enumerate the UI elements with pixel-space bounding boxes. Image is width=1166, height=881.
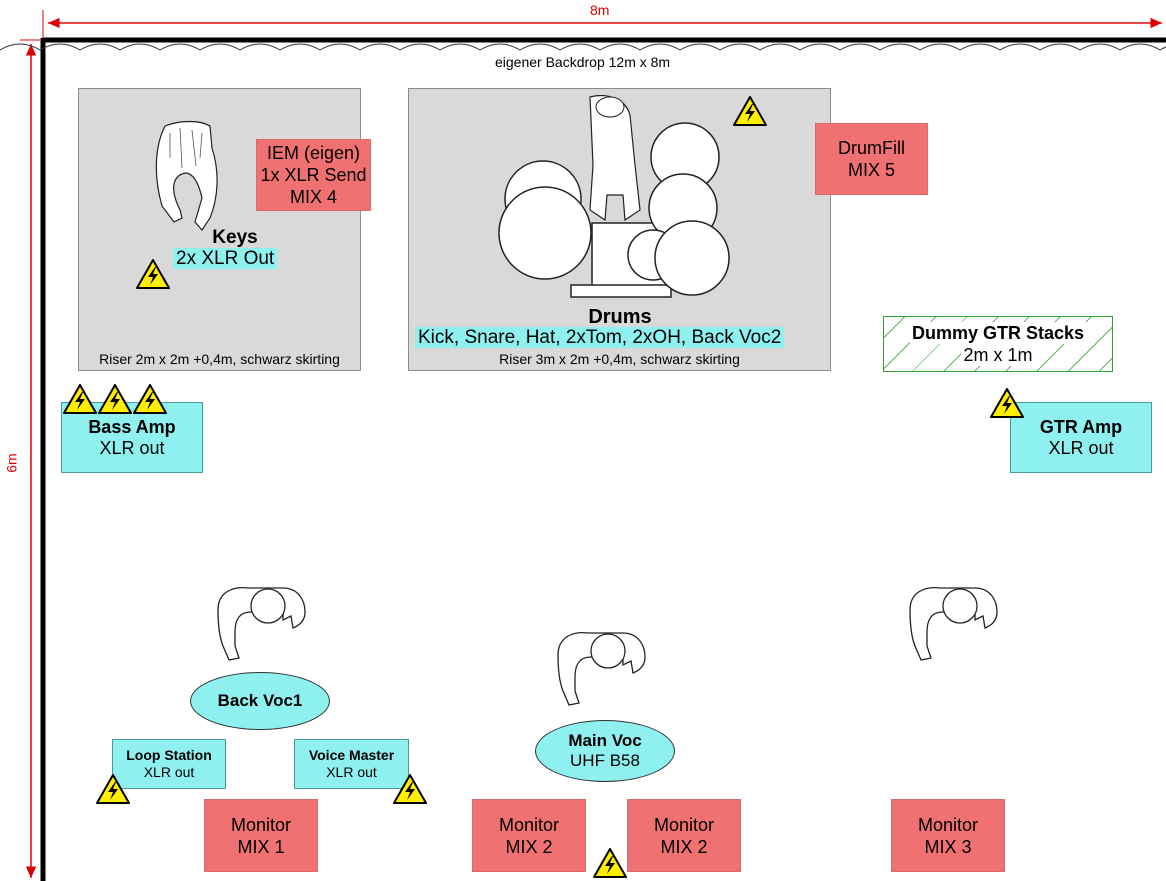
backdrop-label: eigener Backdrop 12m x 8m <box>493 54 673 70</box>
iem-line-3: MIX 4 <box>289 187 337 207</box>
monitor-label: Monitor <box>917 814 979 835</box>
backdrop-curtain <box>0 43 1166 51</box>
monitor-mix-2-left: Monitor MIX 2 <box>472 799 586 872</box>
keys-riser-caption: Riser 2m x 2m +0,4m, schwarz skirting <box>99 351 340 367</box>
voice-master-title: Voice Master <box>308 747 395 763</box>
gtr-amp: GTR Amp XLR out <box>1010 402 1152 473</box>
dummy-stacks-size: 2m x 1m <box>961 344 1035 366</box>
monitor-mix: MIX 1 <box>237 836 285 857</box>
gtr-amp-title: GTR Amp <box>1039 416 1123 437</box>
keys-title: Keys <box>212 227 258 248</box>
monitor-label: Monitor <box>498 814 560 835</box>
monitor-mix-3: Monitor MIX 3 <box>891 799 1005 872</box>
back-voc1-mic: Back Voc1 <box>190 672 330 730</box>
iem-box: IEM (eigen) 1x XLR Send MIX 4 <box>256 139 371 211</box>
dummy-stacks-title: Dummy GTR Stacks <box>909 322 1087 344</box>
voice-master: Voice Master XLR out <box>294 739 409 789</box>
monitor-mix-2-right: Monitor MIX 2 <box>627 799 741 872</box>
drum-inputs: Kick, Snare, Hat, 2xTom, 2xOH, Back Voc2 <box>415 327 785 348</box>
main-voc-title: Main Voc <box>568 731 642 750</box>
power-warning-icon <box>733 96 767 126</box>
drums-title: Drums <box>588 306 652 328</box>
keys-output-label: 2x XLR Out <box>173 248 278 270</box>
power-warning-icon <box>63 384 97 414</box>
main-vocalist-icon <box>557 631 646 706</box>
gtr-amp-output: XLR out <box>1048 437 1114 458</box>
iem-line-2: 1x XLR Send <box>260 165 367 185</box>
drumfill-line-1: DrumFill <box>838 138 905 158</box>
drumfill-line-2: MIX 5 <box>847 160 895 180</box>
loop-station-title: Loop Station <box>126 747 212 763</box>
power-warning-icon <box>96 774 130 804</box>
keys-output: 2x XLR Out <box>173 248 278 269</box>
keyboardist-icon <box>155 120 218 231</box>
power-warning-icon <box>136 259 170 289</box>
power-warning-icon <box>593 848 627 878</box>
drumfill-box: DrumFill MIX 5 <box>815 123 928 195</box>
guitarist-icon <box>909 586 998 661</box>
main-voc-mic: Main Voc UHF B58 <box>535 720 675 782</box>
voice-master-output: XLR out <box>326 764 377 780</box>
back-voc1-label: Back Voc1 <box>217 691 303 710</box>
loop-station-output: XLR out <box>143 764 195 780</box>
monitor-mix: MIX 3 <box>924 836 972 857</box>
drum-riser-caption: Riser 3m x 2m +0,4m, schwarz skirting <box>499 351 740 367</box>
width-label: 8m <box>590 2 610 18</box>
monitor-mix: MIX 2 <box>660 836 708 857</box>
keys-riser: Riser 2m x 2m +0,4m, schwarz skirting <box>78 88 361 371</box>
power-warning-icon <box>393 774 427 804</box>
depth-label: 6m <box>3 453 20 473</box>
power-warning-icon <box>990 388 1024 418</box>
monitor-mix-1: Monitor MIX 1 <box>204 799 318 872</box>
power-warning-icon <box>98 384 132 414</box>
drum-kit-icon <box>498 95 730 298</box>
drum-inputs-label: Kick, Snare, Hat, 2xTom, 2xOH, Back Voc2 <box>415 327 785 349</box>
loop-station: Loop Station XLR out <box>112 739 226 789</box>
power-warning-icon <box>133 384 167 414</box>
back-vocalist-icon <box>217 586 306 661</box>
main-voc-mic-type: UHF B58 <box>570 751 640 770</box>
bass-amp-output: XLR out <box>99 437 165 458</box>
bass-amp-title: Bass Amp <box>88 416 176 437</box>
dummy-gtr-stacks: Dummy GTR Stacks 2m x 1m <box>883 316 1113 372</box>
iem-line-1: IEM (eigen) <box>266 143 361 163</box>
monitor-label: Monitor <box>230 814 292 835</box>
monitor-mix: MIX 2 <box>505 836 553 857</box>
monitor-label: Monitor <box>653 814 715 835</box>
